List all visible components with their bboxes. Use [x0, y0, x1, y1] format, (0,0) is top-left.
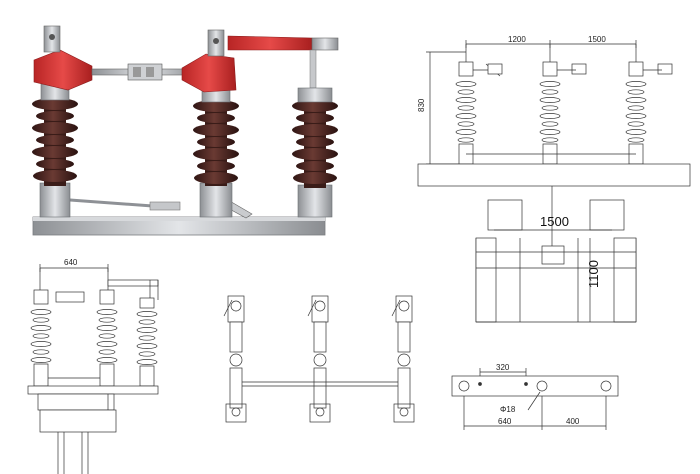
mounting-hole-3	[600, 380, 612, 392]
dim-1500-top-label: 1500	[588, 35, 606, 44]
pole-3-insulator	[292, 100, 338, 188]
pole-1-insulator	[32, 98, 78, 186]
front-insulator-3	[625, 44, 673, 165]
side-contact	[55, 291, 85, 303]
side-view-drawing	[27, 264, 159, 474]
dim-830-label: 830	[417, 98, 426, 112]
side-insulator-2	[96, 289, 118, 387]
plate-dim-640-label: 640	[498, 417, 512, 426]
mounting-hole-2	[536, 380, 548, 392]
product-photo	[32, 25, 339, 236]
front-view-drawing	[417, 40, 691, 323]
red-connecting-bar	[227, 35, 313, 51]
side-base-beam	[27, 385, 159, 395]
front-insulator-1	[455, 44, 503, 165]
base-beam-highlight	[33, 217, 325, 221]
plan-pole-1	[223, 295, 245, 417]
pole-3	[292, 87, 338, 218]
plate-dim-320-label: 320	[496, 363, 510, 372]
side-insulator-1	[30, 289, 52, 387]
pole-3-terminal	[311, 37, 339, 51]
plate-dim-400-label: 400	[566, 417, 580, 426]
side-insulator-3	[136, 297, 158, 387]
pole-1-pedestal	[39, 182, 71, 218]
side-dim-640-label: 640	[64, 258, 78, 267]
dim-1500-mid-label: 1500	[540, 214, 569, 229]
pole-2	[181, 29, 239, 218]
front-insulator-2	[539, 44, 587, 165]
dim-1200-label: 1200	[508, 35, 526, 44]
pole-3-pedestal	[297, 184, 333, 218]
pole-2-red-head	[181, 53, 237, 93]
plate-hole-diameter-label: Φ18	[500, 405, 516, 414]
pole-1-red-head	[33, 49, 93, 91]
pole-1	[32, 25, 93, 218]
rod-coupling	[149, 201, 181, 211]
base-plate	[451, 375, 619, 397]
pole-2-insulator	[193, 100, 239, 186]
plan-pole-2	[307, 295, 329, 417]
pole-2-pedestal	[199, 182, 233, 218]
plan-view-drawing	[223, 295, 415, 423]
side-support	[39, 409, 117, 433]
pole-3-cap	[297, 87, 333, 103]
front-base-beam	[417, 163, 691, 187]
base-plate-drawing	[451, 368, 619, 430]
pole-3-stem	[309, 49, 317, 89]
dim-1100-label: 1100	[586, 260, 601, 288]
plan-pole-3	[391, 295, 413, 417]
drive-mechanism	[541, 245, 565, 265]
mounting-hole-1	[458, 380, 470, 392]
